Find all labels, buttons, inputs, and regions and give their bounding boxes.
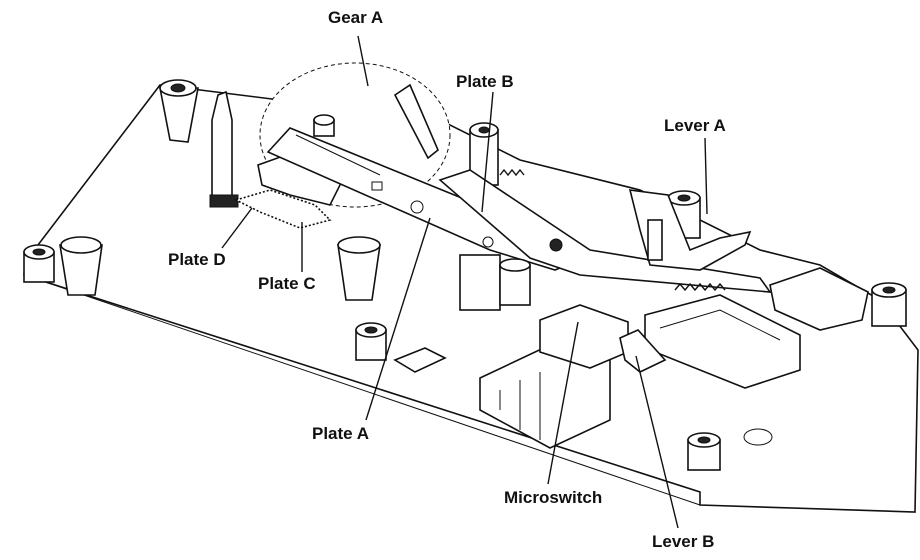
standoff-post — [355, 322, 387, 361]
leader-line-plate-a — [365, 217, 431, 421]
spring — [674, 282, 726, 292]
standoff-post — [23, 244, 55, 283]
label-plate-c: Plate C — [258, 274, 316, 293]
label-plate-a: Plate A — [312, 424, 370, 443]
label-gear-a: Gear A — [328, 8, 384, 27]
standoff-post — [159, 79, 199, 143]
leader-line-lever-a — [704, 137, 708, 215]
plate-b — [438, 169, 772, 293]
standoff-post — [687, 432, 721, 471]
label-plate-d: Plate D — [168, 250, 226, 269]
leader-line-microswitch — [547, 321, 579, 485]
standoff-post — [337, 236, 381, 301]
standoff-post — [59, 236, 103, 296]
standoff-post — [313, 114, 335, 137]
standoff-post — [871, 282, 907, 327]
label-microswitch: Microswitch — [504, 488, 603, 507]
bracket — [393, 347, 447, 373]
label-lever-a: Lever A — [664, 116, 726, 135]
pivot-post — [459, 254, 531, 311]
plate-d — [209, 90, 239, 208]
leader-line-plate-d — [221, 207, 253, 249]
plate-c — [233, 189, 332, 229]
label-lever-b: Lever B — [652, 532, 715, 551]
leader-line-lever-b — [635, 355, 679, 529]
leader-line-plate-b — [481, 91, 494, 213]
spring — [499, 168, 525, 177]
lever-b — [619, 329, 667, 373]
microswitch — [479, 304, 629, 449]
label-plate-b: Plate B — [456, 72, 514, 91]
leader-line-gear-a — [357, 35, 369, 87]
slide-block — [769, 267, 869, 331]
mounting-hole — [743, 428, 773, 446]
